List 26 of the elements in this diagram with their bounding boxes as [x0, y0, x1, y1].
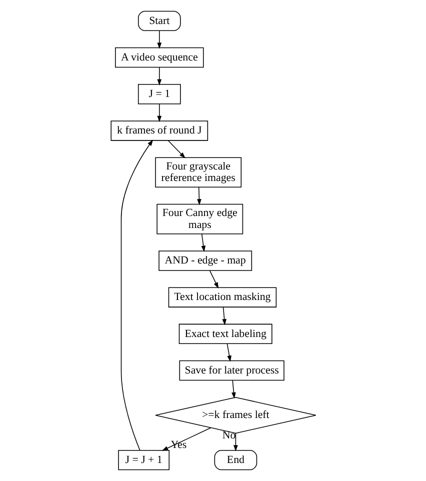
arrow [196, 186, 201, 206]
node-box: Save for later process [178, 360, 284, 381]
arrow [120, 140, 153, 451]
arrow [156, 30, 162, 49]
node-box: End [214, 450, 257, 470]
arrow [222, 306, 226, 326]
arrow [231, 380, 236, 399]
node-box: Four grayscale reference images [154, 157, 242, 188]
arrow [226, 344, 231, 362]
node-box: Start [137, 10, 180, 32]
node-box: A video sequence [114, 47, 204, 68]
node-box: Exact text labeling [178, 324, 272, 344]
arrow [233, 433, 238, 452]
arrow [156, 104, 162, 122]
arrow [208, 270, 218, 289]
arrow [167, 140, 185, 158]
node-box: J = 1 [137, 84, 180, 104]
node-box: J = J + 1 [118, 450, 169, 470]
node-box: Four Canny edge maps [156, 204, 243, 234]
arrow [156, 67, 162, 86]
node-box: Text location masking [168, 287, 276, 308]
node-box: k frames of round J [110, 120, 208, 141]
arrow [200, 234, 206, 252]
arrow [161, 427, 211, 451]
node-box: AND - edge - map [158, 250, 252, 271]
edge-label: Yes [170, 438, 186, 451]
